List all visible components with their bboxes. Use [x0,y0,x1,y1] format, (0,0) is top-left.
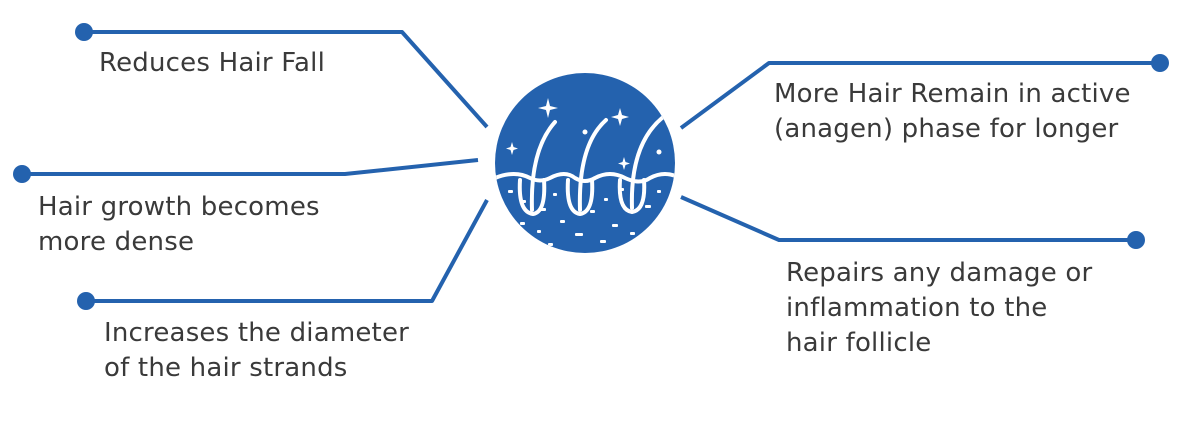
dot-increases-diameter [77,292,95,310]
connector-increases-diameter [86,199,489,303]
dot-anagen-phase [1151,54,1169,72]
benefit-repairs-damage: Repairs any damage or inflammation to th… [786,256,1092,361]
benefit-line: Repairs any damage or [786,258,1093,288]
benefit-line: (anagen) phase for longer [774,114,1119,144]
benefit-line: More Hair Remain in active [774,79,1131,109]
benefit-anagen-phase: More Hair Remain in active (anagen) phas… [774,77,1131,147]
connector-anagen-phase [679,61,1160,130]
hair-follicle-icon [495,73,675,253]
benefit-hair-growth-dense: Hair growth becomes more dense [38,190,320,260]
benefit-line: hair follicle [786,328,932,358]
connector-hair-growth-dense [22,158,479,176]
dot-reduces-hair-fall [75,23,93,41]
benefit-line: Hair growth becomes [38,192,320,222]
benefit-increases-diameter: Increases the diameter of the hair stran… [104,316,409,386]
connector-repairs-damage [680,195,1136,242]
connector-reduces-hair-fall [84,30,489,129]
benefit-reduces-hair-fall: Reduces Hair Fall [99,46,325,81]
dot-hair-growth-dense [13,165,31,183]
benefit-line: more dense [38,227,195,257]
benefit-line: inflammation to the [786,293,1048,323]
dot-repairs-damage [1127,231,1145,249]
benefit-line: of the hair strands [104,353,348,383]
benefit-line: Reduces Hair Fall [99,48,325,78]
benefit-line: Increases the diameter [104,318,410,348]
